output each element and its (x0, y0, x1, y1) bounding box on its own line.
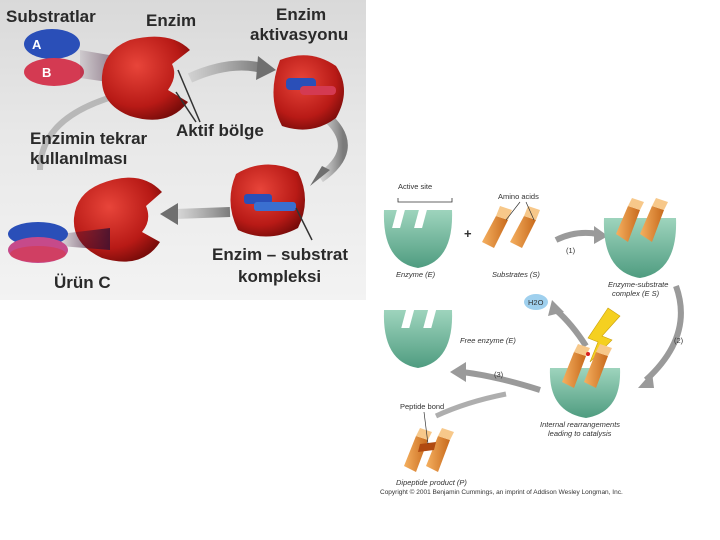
recycled-enzyme-shape (73, 177, 162, 262)
peptide-bond-pointer (423, 411, 429, 445)
reuse-label-line1: Enzimin tekrar (30, 129, 148, 148)
amino-acids-pointer-2 (525, 201, 535, 221)
es-complex-substrate-b (254, 202, 296, 211)
substrate-b-shape (24, 58, 84, 86)
product-beam (60, 228, 110, 250)
substrates-s-label: Substrates (S) (492, 270, 540, 279)
activation-label-line1: Enzim (276, 5, 327, 24)
es-complex-amino-acids (616, 198, 668, 242)
active-site-bracket (397, 198, 453, 203)
arrow-step3 (461, 369, 541, 393)
free-enzyme-shape (383, 310, 453, 368)
enzyme-shape-top (101, 36, 190, 120)
cycle-arrowhead-right (310, 166, 330, 186)
arrowhead-step2 (638, 372, 654, 388)
active-site-pointer-1 (177, 69, 201, 123)
catalysis-amino-acids (562, 344, 612, 388)
cycle-arrow-right (317, 116, 348, 183)
step2-label: (2) (674, 336, 684, 345)
es-complex-substrate-a (244, 194, 272, 204)
arrow-to-water (554, 307, 589, 348)
arrow-step2 (643, 284, 684, 383)
internal-rearrangements-line1: Internal rearrangements (540, 420, 621, 429)
cycle-arrowhead-bottom (160, 203, 178, 225)
product-label: Ürün C (54, 273, 111, 292)
dipeptide-product-shape (404, 428, 454, 472)
arrowhead-to-water (548, 300, 564, 316)
arrowhead-step3 (450, 362, 466, 382)
active-site-label: Active site (398, 182, 433, 191)
substrate-a-shape (24, 29, 80, 59)
catalysis-enzyme-shape (549, 368, 621, 418)
catalysis-spark (586, 352, 590, 356)
dipeptide-product-label: Dipeptide product (P) (396, 478, 467, 487)
substrate-amino-acids (482, 206, 540, 248)
enzyme-cycle-artwork (8, 29, 348, 263)
substrate-a-label: A (32, 37, 42, 52)
cycle-arrowhead-top (256, 56, 276, 80)
cycle-arrow-bottom (174, 207, 231, 219)
peptide-bond-label: Peptide bond (400, 402, 445, 411)
amino-acids-pointer-1 (505, 201, 521, 221)
cycle-arrow-top (187, 60, 264, 83)
es-complex-pointer (295, 207, 313, 241)
es-complex-label-line1: Enzim – substrat (212, 245, 349, 264)
active-site-label: Aktif bölge (176, 121, 264, 140)
arrow-step1 (554, 229, 599, 243)
step3-label: (3) (494, 370, 504, 379)
step1-label: (1) (566, 246, 576, 255)
enzyme-label: Enzim (146, 11, 197, 30)
enzyme-mechanism-diagram: Active site Amino acids + Enzyme (E) Sub… (376, 176, 706, 500)
es-complex-line1: Enzyme-substrate (608, 280, 669, 289)
free-enzyme-slot-2 (423, 306, 438, 328)
enzyme-e-label: Enzyme (E) (396, 270, 436, 279)
substrate-b-label: B (42, 65, 52, 80)
water-bubble (524, 294, 548, 310)
activation-label-line2: aktivasyonu (250, 25, 349, 44)
es-complex-label-line2: kompleksi (238, 267, 322, 286)
reuse-label-line2: kullanılması (30, 149, 128, 168)
arrow-to-product (434, 391, 507, 419)
es-complex-line2: complex (E S) (612, 289, 660, 298)
es-complex-shape (603, 218, 677, 278)
active-site-pointer-2 (175, 91, 197, 123)
substrates-label: Substratlar (6, 7, 96, 26)
enzyme-e-slot-2 (414, 206, 428, 228)
plus-sign: + (464, 226, 472, 241)
copyright-notice: Copyright © 2001 Benjamin Cummings, an i… (380, 489, 623, 496)
free-enzyme-label: Free enzyme (E) (460, 336, 516, 345)
enzyme-cycle-diagram: Substratlar A B Enzim Enzim aktivasyonu … (0, 0, 366, 300)
enzyme-e-slot-1 (392, 206, 406, 228)
water-label: H2O (528, 298, 544, 307)
enzyme-mechanism-artwork (383, 198, 684, 472)
amino-acids-label: Amino acids (498, 192, 539, 201)
internal-rearrangements-line2: leading to catalysis (548, 429, 612, 438)
free-enzyme-slot-1 (401, 306, 416, 328)
activated-substrate-b (300, 86, 336, 95)
arrowhead-step1 (594, 226, 608, 244)
product-c-bottom-fade (10, 246, 66, 262)
